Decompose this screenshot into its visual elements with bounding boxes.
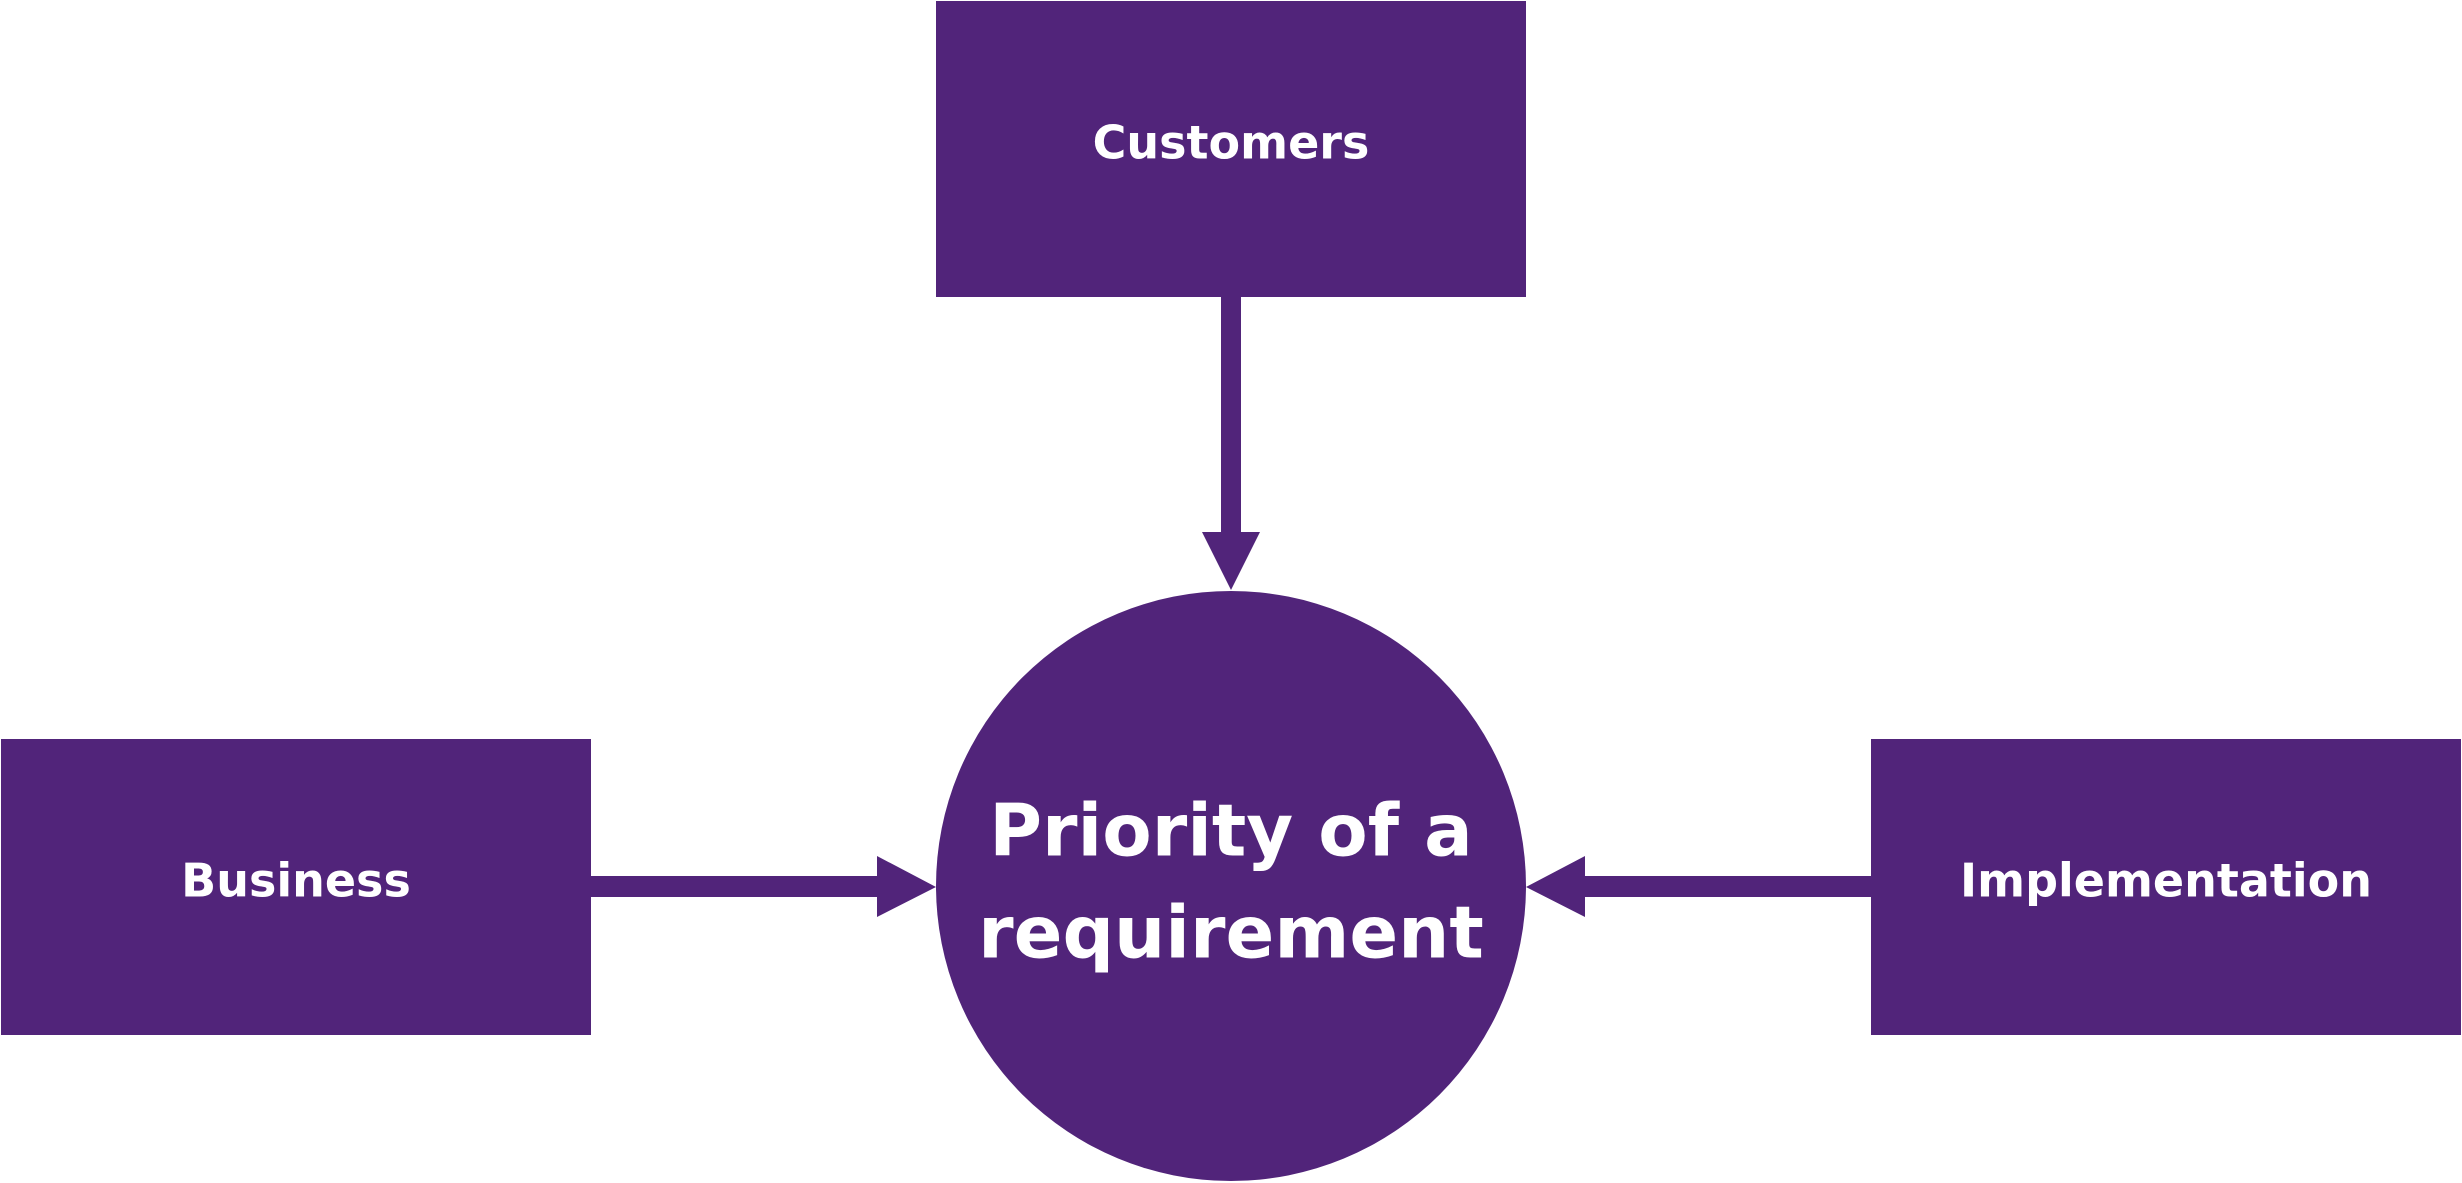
implementation-node: Implementation [1871, 739, 2461, 1035]
priority-label-line1: Priority of a [989, 789, 1472, 873]
priority-node: Priority of a requirement [936, 591, 1526, 1181]
business-label: Business [181, 854, 411, 908]
customers-label: Customers [1093, 116, 1370, 170]
customers-box [936, 1, 1526, 297]
business-node: Business [1, 739, 591, 1035]
arrow-implementation-to-center [1526, 856, 1871, 917]
priority-circle [936, 591, 1526, 1181]
implementation-label: Implementation [1960, 854, 2372, 908]
arrow-business-to-center [591, 856, 936, 917]
arrow-customers-to-center [1202, 297, 1260, 590]
business-box [1, 739, 591, 1035]
priority-label-line2: requirement [978, 891, 1484, 975]
customers-node: Customers [936, 1, 1526, 297]
implementation-box [1871, 739, 2461, 1035]
